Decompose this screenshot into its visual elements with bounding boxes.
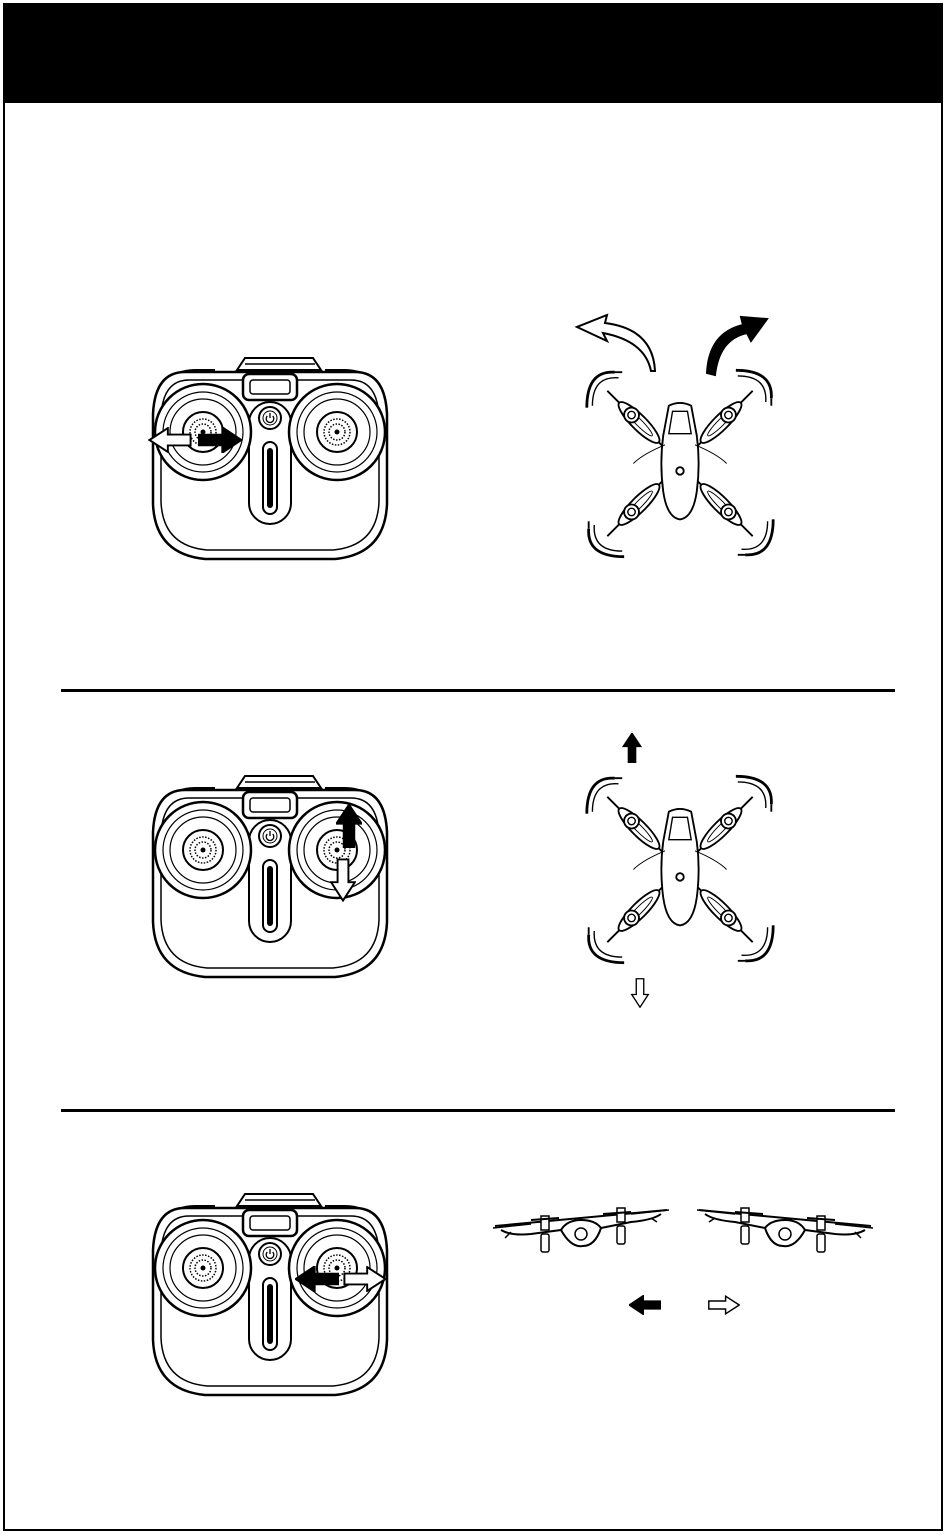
- arrow-up-icon: [336, 804, 362, 848]
- manual-page: [3, 3, 943, 1531]
- curved-arrow-right-icon: [703, 311, 769, 377]
- controller-illustration: [145, 354, 395, 564]
- drone-top-view: [565, 361, 795, 566]
- curved-arrow-left-icon: [573, 311, 657, 375]
- arrow-right-icon: [708, 1295, 740, 1315]
- drone-side-view-right: [695, 1201, 875, 1263]
- controller-illustration: [145, 1190, 395, 1400]
- arrow-right-icon: [198, 427, 242, 453]
- arrow-left-icon: [148, 427, 192, 453]
- arrow-right-icon: [343, 1266, 387, 1292]
- arrow-down-icon: [630, 978, 650, 1008]
- arrow-down-icon: [330, 858, 356, 902]
- section-divider: [61, 1109, 895, 1112]
- arrow-left-icon: [295, 1266, 339, 1292]
- header-bar: [5, 5, 941, 103]
- drone-side-view-left: [491, 1201, 671, 1263]
- section-divider: [61, 689, 895, 692]
- drone-top-view: [565, 767, 795, 972]
- arrow-left-icon: [629, 1295, 661, 1315]
- arrow-up-icon: [622, 733, 642, 763]
